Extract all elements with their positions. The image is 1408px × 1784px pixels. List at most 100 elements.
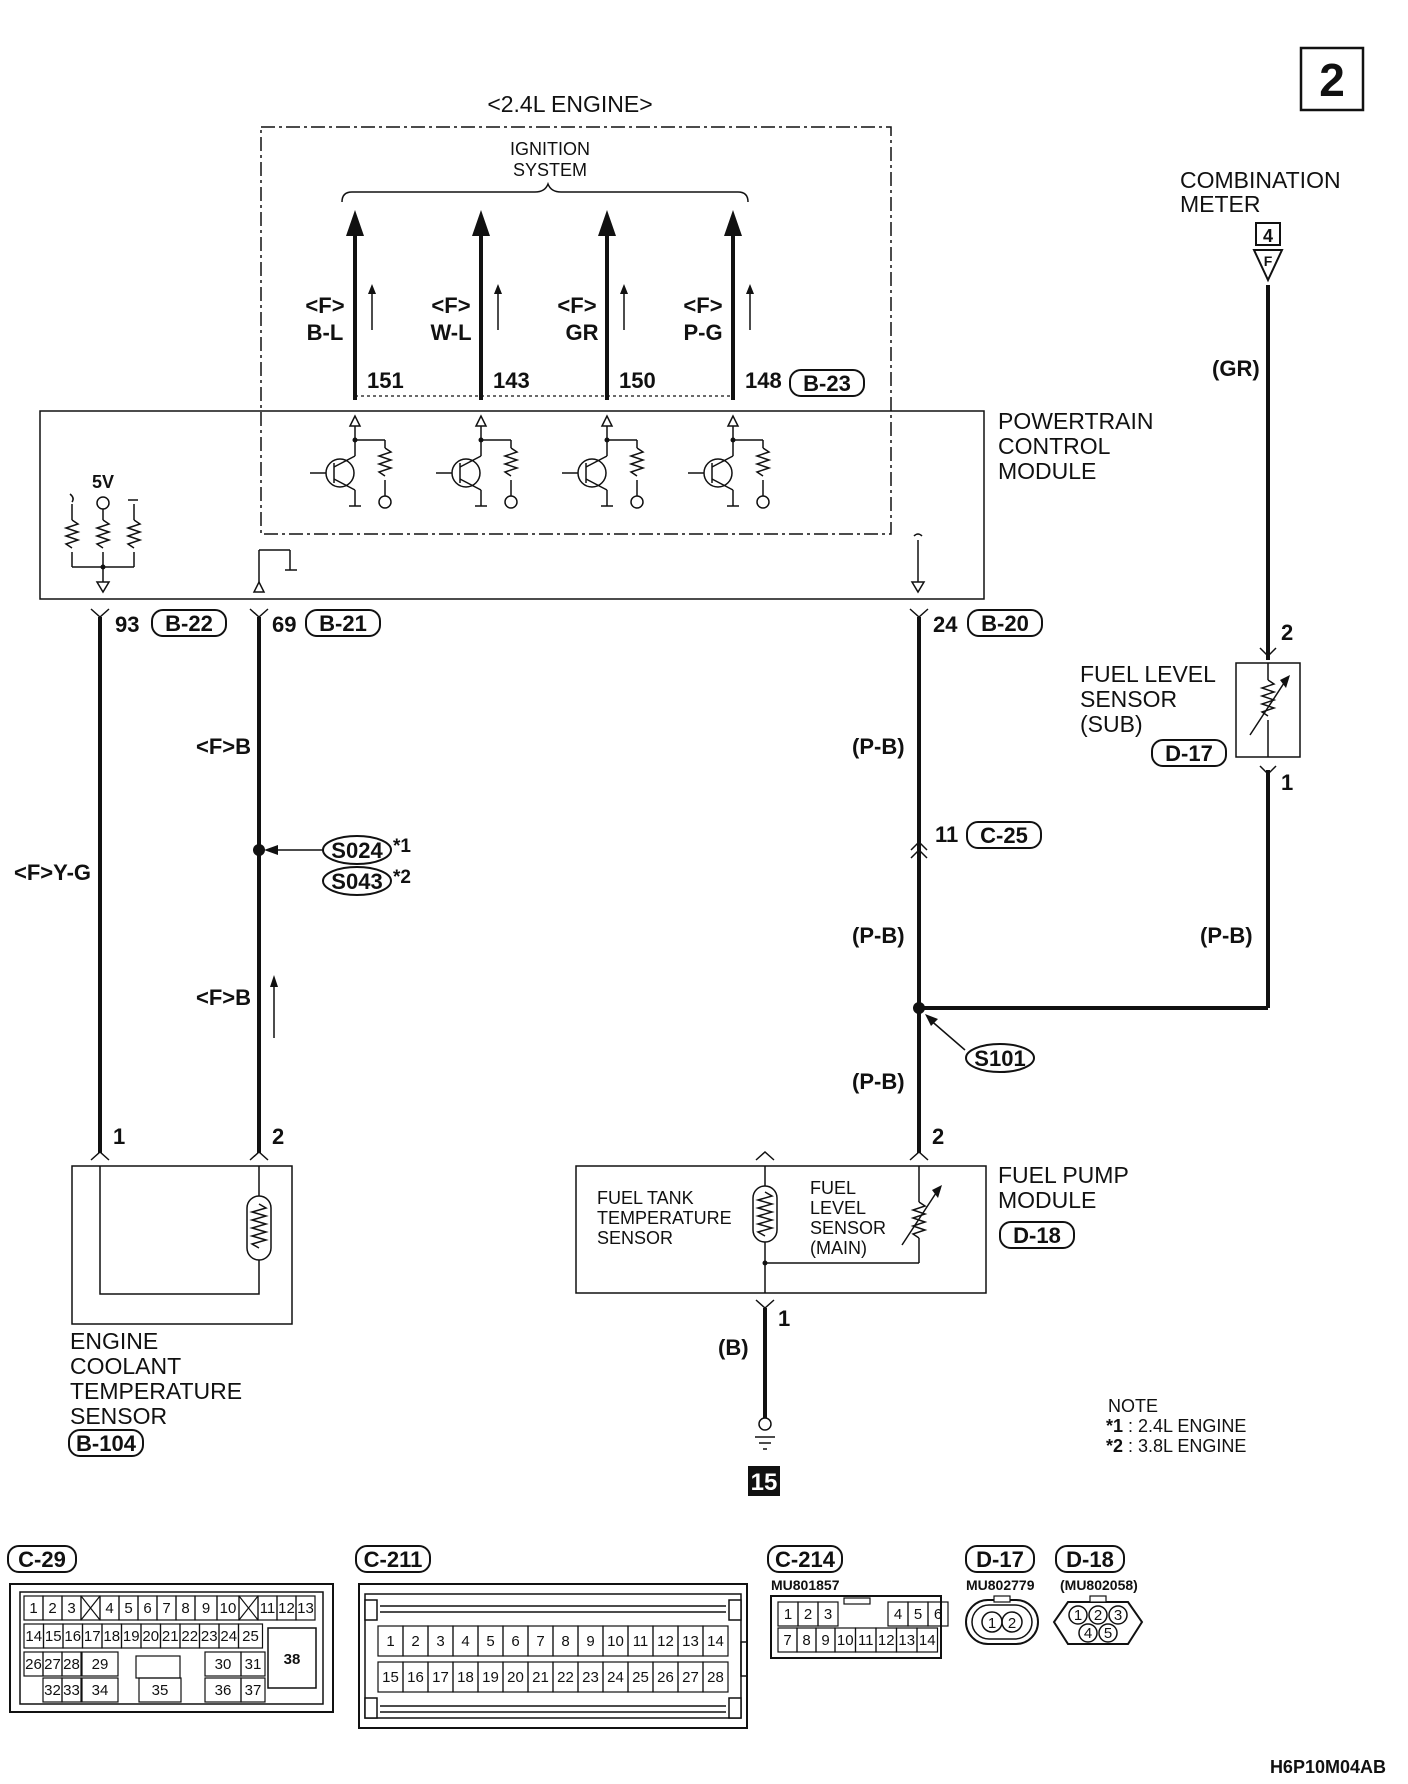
wire-label-b: (B)	[718, 1335, 749, 1360]
meter-connector: 4	[1263, 226, 1273, 246]
ftt-label-1: FUEL TANK	[597, 1188, 694, 1208]
ect-pin-2: 2	[272, 1124, 284, 1149]
connector-c25: C-25	[980, 823, 1028, 848]
page-number: 2	[1319, 54, 1345, 106]
note-title: NOTE	[1108, 1396, 1158, 1416]
c211-pin: 28	[707, 1669, 724, 1686]
ground-number: 15	[751, 1469, 778, 1496]
splice-star1: *1	[393, 836, 411, 857]
wire-label-pb-4: (P-B)	[1200, 923, 1253, 948]
c29-pin: 10	[220, 1600, 237, 1617]
c29-pin: 21	[162, 1628, 179, 1645]
ftt-label-2: TEMPERATURE	[597, 1208, 732, 1228]
ign-wire-color-3: GR	[566, 320, 599, 345]
wire-label-pb-1: (P-B)	[852, 734, 905, 759]
c29-pin: 2	[48, 1600, 56, 1617]
c211-pin: 2	[411, 1633, 419, 1650]
c211-pin: 13	[682, 1633, 699, 1650]
c29-pin: 5	[124, 1600, 132, 1617]
c211-pin: 1	[386, 1633, 394, 1650]
c211-pin: 18	[457, 1669, 474, 1686]
wire-label-b-lower: <F>B	[196, 985, 251, 1010]
c29-pin: 37	[245, 1682, 262, 1699]
ign-wire-color-1: B-L	[307, 320, 344, 345]
c29-pin: 17	[84, 1628, 101, 1645]
ftt-label-3: SENSOR	[597, 1228, 673, 1248]
c211-pin: 12	[657, 1633, 674, 1650]
connector-view-d18-part: (MU802058)	[1060, 1577, 1138, 1593]
connector-d18: D-18	[1013, 1223, 1061, 1248]
connector-view-c214-name: C-214	[775, 1547, 836, 1572]
fls-main-label-4: (MAIN)	[810, 1238, 867, 1258]
c211-pin: 17	[432, 1669, 449, 1686]
c29-pin: 12	[278, 1600, 295, 1617]
ect-sensor: 1 2 ENGINE COOLANT TEMPERATURE SENSOR B-…	[68, 1124, 293, 1457]
c29-pin: 11	[260, 1600, 276, 1617]
combination-meter-label-2: METER	[1180, 191, 1261, 217]
splice-star2: *2	[393, 867, 411, 888]
c211-pin: 26	[657, 1669, 674, 1686]
meter-pin: F	[1264, 253, 1273, 269]
c214-pin: 4	[894, 1606, 902, 1623]
fuel-level-sensor-sub: 2 1 FUEL LEVEL SENSOR (SUB) D-17	[1080, 620, 1301, 795]
connector-d17: D-17	[1165, 741, 1213, 766]
pcm-ground-69	[252, 549, 297, 593]
c29-pin: 20	[142, 1628, 159, 1645]
engine-group-label: <2.4L ENGINE>	[487, 91, 652, 117]
c29-pin: 14	[25, 1628, 42, 1645]
c29-pin: 4	[105, 1600, 113, 1617]
connector-b22: B-22	[165, 611, 213, 636]
fls-sub-pin-1: 1	[1281, 770, 1293, 795]
c29-pin: 30	[215, 1656, 232, 1673]
pcm-label-2: CONTROL	[998, 433, 1111, 459]
pin-11: 11	[935, 822, 958, 847]
ign-f-marker-1: <F>	[305, 293, 344, 318]
c29-pin: 34	[92, 1682, 109, 1699]
arrow-up-icon	[598, 210, 616, 236]
ign-pin-2: 143	[493, 368, 530, 393]
connector-view-c29-name: C-29	[18, 1547, 66, 1572]
c211-pin: 11	[633, 1633, 649, 1650]
c211-pin: 16	[407, 1669, 424, 1686]
inline-connector-c25: 11 C-25	[910, 821, 1042, 859]
pcm-bottom-connectors: 93 B-22 69 B-21 24 B-20	[90, 608, 1043, 637]
wire-label-gr: (GR)	[1212, 356, 1260, 381]
ignition-system-brace	[341, 181, 749, 203]
c214-pin: 2	[804, 1606, 812, 1623]
note: NOTE *1 : 2.4L ENGINE *2 : 3.8L ENGINE	[1106, 1396, 1246, 1456]
c211-pin: 21	[532, 1669, 549, 1686]
c29-pin: 18	[103, 1628, 120, 1645]
combination-meter-label-1: COMBINATION	[1180, 167, 1341, 193]
c211-pin: 24	[607, 1669, 624, 1686]
c29-pin: 7	[162, 1600, 170, 1617]
c29-pin: 15	[45, 1628, 62, 1645]
c29-pin: 28	[63, 1656, 80, 1673]
pin-69: 69	[272, 612, 296, 637]
fls-sub-label-1: FUEL LEVEL	[1080, 661, 1216, 687]
splice-s024-s043: S024 *1 S043 *2	[253, 835, 411, 896]
note-mark-2: *2	[1106, 1436, 1123, 1456]
c29-pin: 9	[202, 1600, 210, 1617]
c211-pin: 8	[561, 1633, 569, 1650]
c29-pin: 33	[63, 1682, 80, 1699]
note-text-2: : 3.8L ENGINE	[1128, 1436, 1246, 1456]
d18-pin: 5	[1104, 1625, 1112, 1642]
connector-b23: B-23	[803, 371, 851, 396]
c214-pin: 8	[802, 1632, 810, 1649]
wire-label-b-upper: <F>B	[196, 734, 251, 759]
ign-f-marker-4: <F>	[683, 293, 722, 318]
connector-b21: B-21	[319, 611, 367, 636]
c211-pin: 20	[507, 1669, 524, 1686]
splice-s043: S043	[331, 869, 382, 894]
connector-view-d17-part: MU802779	[966, 1577, 1035, 1593]
d18-pin: 2	[1094, 1607, 1102, 1624]
connector-b104: B-104	[76, 1431, 137, 1456]
connector-b20: B-20	[981, 611, 1029, 636]
c211-pin: 9	[586, 1633, 594, 1650]
fls-sub-label-3: (SUB)	[1080, 711, 1143, 737]
c211-pin: 7	[536, 1633, 544, 1650]
c29-pin: 32	[44, 1682, 61, 1699]
